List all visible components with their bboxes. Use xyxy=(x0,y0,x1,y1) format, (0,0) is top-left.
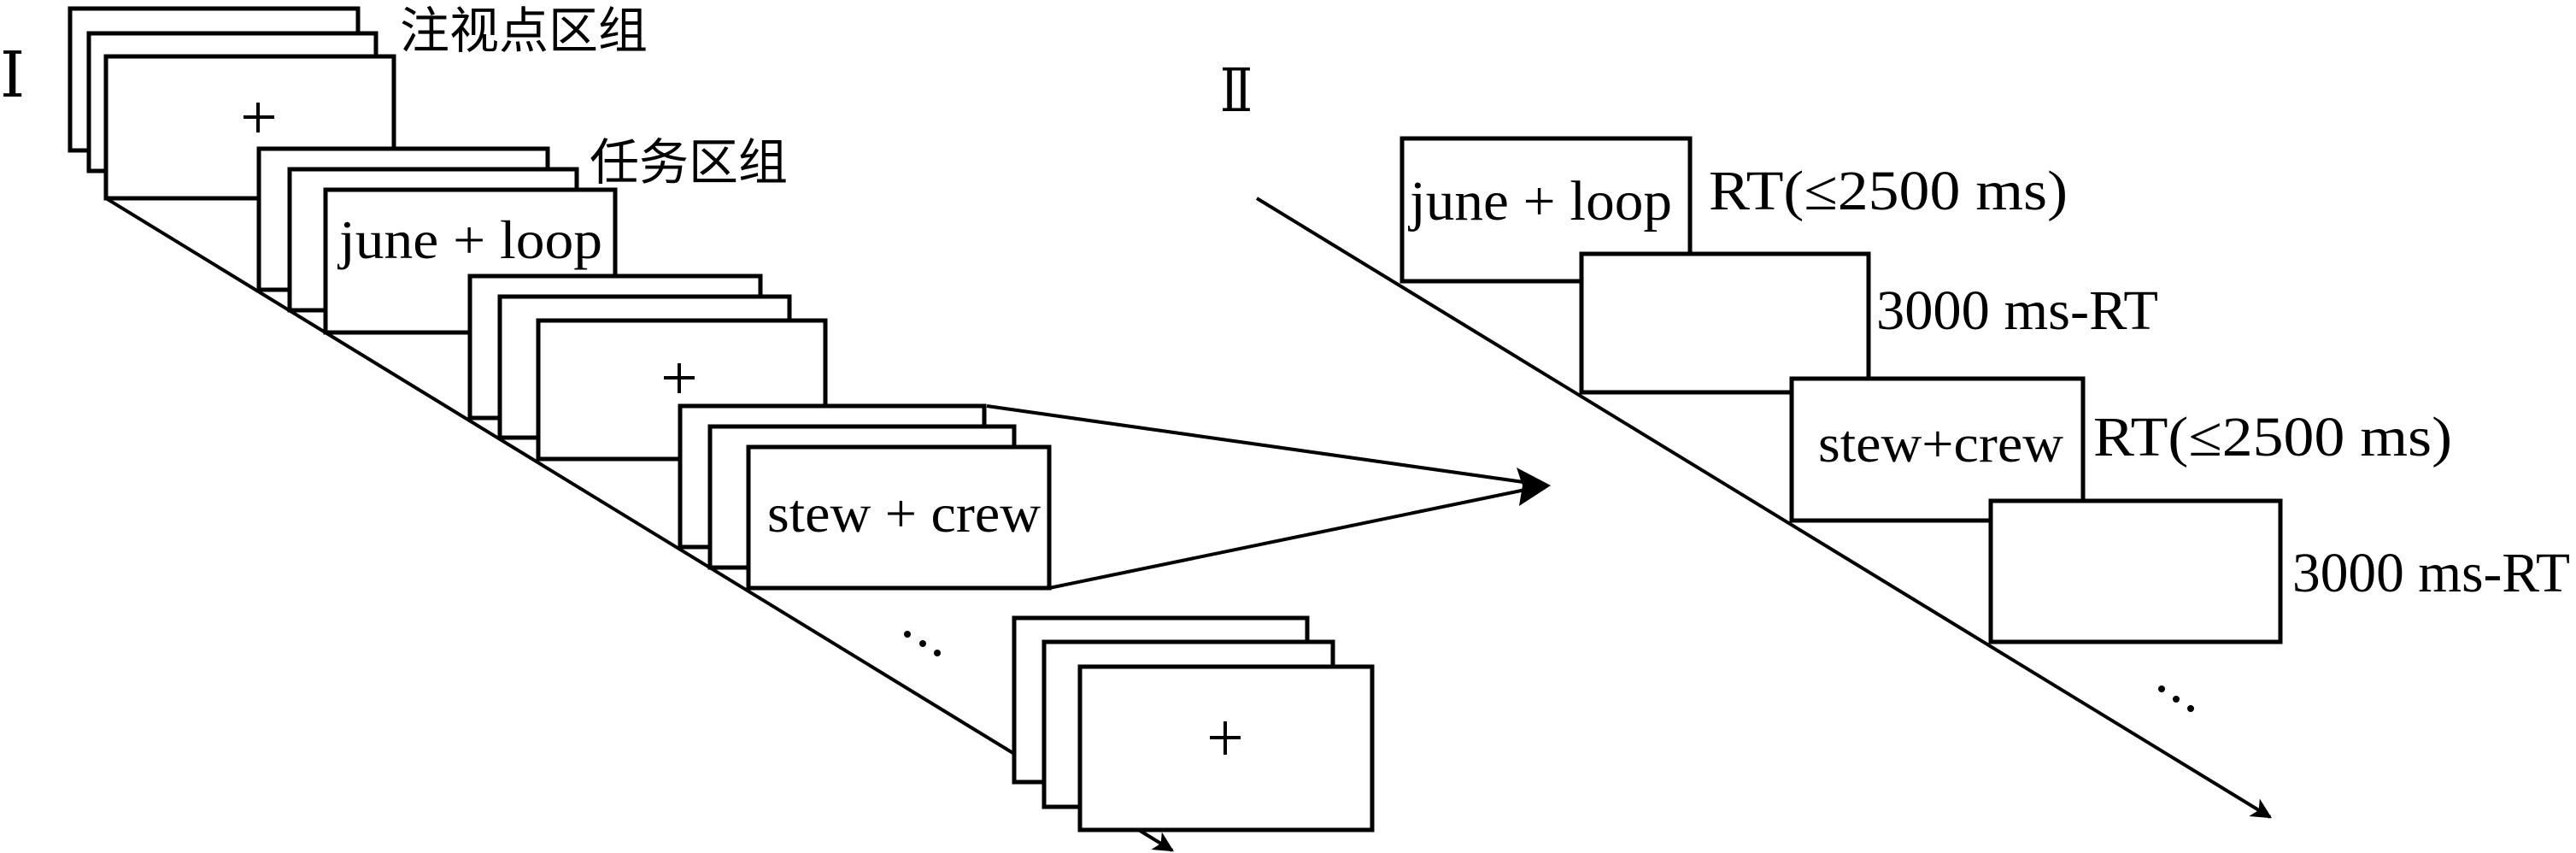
fixation-block-label: 注视点区组 xyxy=(400,2,648,60)
duration-label: RT(≤2500 ms) xyxy=(2093,406,2452,468)
panel-1-ellipsis xyxy=(904,631,941,656)
task-block-stack-2: stew + crew xyxy=(678,403,1052,591)
trial-screen-1: june + loop RT(≤2500 ms) xyxy=(1399,136,2068,284)
projection-line-top xyxy=(986,404,1530,485)
panel-2-label: Ⅱ xyxy=(1220,59,1253,125)
blank-screen xyxy=(1579,251,1871,395)
trial-screen-4: 3000 ms-RT xyxy=(1988,498,2570,644)
panel-2: Ⅱ june + loop RT(≤2500 ms) 3000 ms-RT st… xyxy=(1220,59,2570,819)
duration-label: 3000 ms-RT xyxy=(2292,542,2570,604)
fixation-block-stack-3 xyxy=(1012,615,1375,832)
panel-2-ellipsis xyxy=(2158,685,2194,712)
trial-screen-2: 3000 ms-RT xyxy=(1579,251,2158,395)
fixation-cross-icon xyxy=(1210,721,1241,755)
panel-1-timeline-arrow xyxy=(104,197,1175,852)
word-pair-stimulus: stew+crew xyxy=(1818,415,2063,474)
trial-screen-3: stew+crew RT(≤2500 ms) xyxy=(1789,376,2452,523)
word-pair-stimulus: june + loop xyxy=(337,209,602,270)
stack-card-front xyxy=(746,444,1052,591)
word-pair-stimulus: stew + crew xyxy=(767,483,1041,544)
word-pair-stimulus: june + loop xyxy=(1408,170,1672,232)
fixation-cross-icon xyxy=(244,103,274,132)
duration-label: 3000 ms-RT xyxy=(1876,279,2158,342)
panel-1: Ⅰ 注视点区组 june + loop 任务区组 xyxy=(0,2,1551,852)
fixation-cross-icon xyxy=(664,363,695,393)
panel-1-label: Ⅰ xyxy=(0,41,25,111)
projection-arrowhead-icon xyxy=(1517,468,1551,506)
panel-2-timeline-arrow xyxy=(1255,197,2273,819)
task-block-label: 任务区组 xyxy=(590,133,788,191)
stimulus-screen xyxy=(1789,376,2086,523)
duration-label: RT(≤2500 ms) xyxy=(1709,160,2068,222)
projection-line-bottom xyxy=(1048,487,1530,590)
blank-screen xyxy=(1988,498,2283,644)
